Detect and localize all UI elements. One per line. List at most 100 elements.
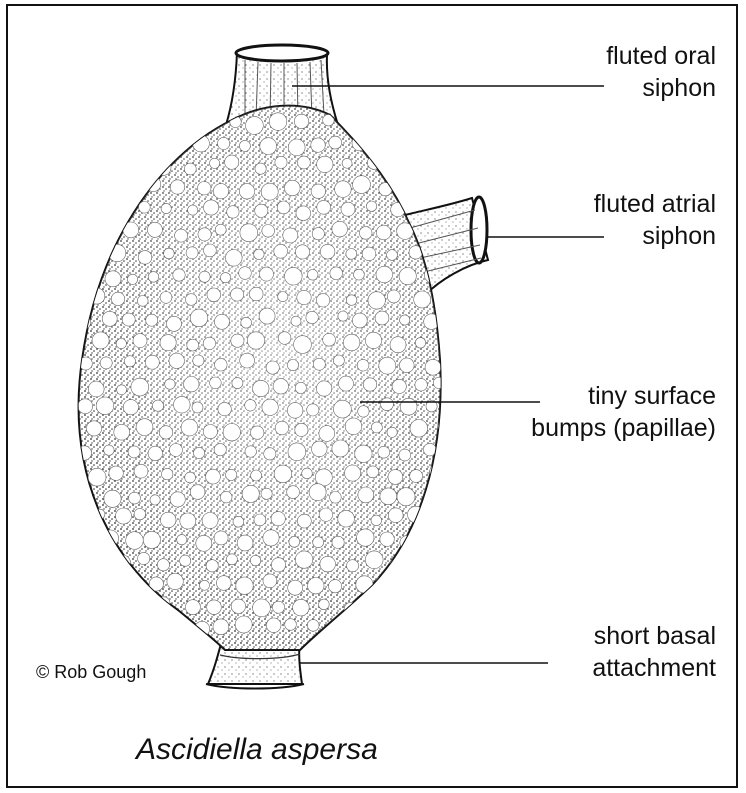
papilla-bump <box>102 311 117 326</box>
papilla-bump <box>104 490 121 507</box>
papilla-bump <box>439 116 451 128</box>
papilla-bump <box>167 316 182 331</box>
papilla-bump <box>157 559 169 571</box>
papilla-bump <box>285 180 301 196</box>
papilla-bump <box>413 555 429 571</box>
papilla-bump <box>186 247 198 259</box>
papilla-bump <box>220 491 232 503</box>
papilla-bump <box>116 508 132 524</box>
papilla-bump <box>255 204 268 217</box>
papilla-bump <box>117 385 127 395</box>
papilla-bump <box>400 315 410 325</box>
species-name: Ascidiella aspersa <box>136 733 378 767</box>
papilla-bump <box>298 514 312 528</box>
papilla-bump <box>263 574 277 588</box>
papilla-bump <box>283 228 298 243</box>
papilla-bump <box>328 623 346 641</box>
papilla-bump <box>188 205 198 215</box>
papilla-bump <box>253 380 269 396</box>
papilla-bump <box>93 248 104 259</box>
papilla-bump <box>410 420 428 438</box>
papilla-bump <box>128 446 140 458</box>
papilla-bump <box>405 582 416 593</box>
papilla-bump <box>275 156 287 168</box>
papilla-bump <box>332 221 348 237</box>
papilla-bump <box>213 619 229 635</box>
papilla-bump <box>104 445 114 455</box>
papilla-bump <box>91 117 102 128</box>
papilla-bump <box>311 184 325 198</box>
papilla-bump <box>397 136 412 151</box>
papilla-bump <box>339 376 354 391</box>
papilla-bump <box>338 311 348 321</box>
papilla-bump <box>112 155 128 171</box>
papilla-bump <box>223 424 240 441</box>
papilla-bump <box>177 535 187 545</box>
papilla-bump <box>380 617 394 631</box>
papilla-bump <box>342 158 352 168</box>
papilla-bump <box>309 484 326 501</box>
papilla-bump <box>294 336 312 354</box>
papilla-bump <box>214 531 228 545</box>
papilla-bump <box>124 356 135 367</box>
papilla-bump <box>254 249 264 259</box>
papilla-bump <box>139 202 151 214</box>
papilla-bump <box>352 135 367 150</box>
papilla-bump <box>389 559 402 572</box>
papilla-bump <box>108 601 124 617</box>
papilla-bump <box>260 138 277 155</box>
papilla-bump <box>378 446 390 458</box>
papilla-bump <box>335 181 352 198</box>
papilla-bump <box>312 228 324 240</box>
papilla-bump <box>202 513 218 529</box>
papilla-bump <box>123 179 134 190</box>
papilla-bump <box>330 267 343 280</box>
papilla-bump <box>414 291 431 308</box>
papilla-bump <box>435 156 452 173</box>
papilla-bump <box>308 578 324 594</box>
papilla-bump <box>295 382 306 393</box>
papilla-bump <box>169 353 184 368</box>
papilla-bump <box>237 535 253 551</box>
papilla-bump <box>397 488 415 506</box>
papilla-bump <box>426 575 441 590</box>
papilla-bump <box>357 529 374 546</box>
papilla-bump <box>100 357 112 369</box>
papilla-bump <box>415 379 427 391</box>
copyright-credit: © Rob Gough <box>36 662 146 683</box>
papilla-bump <box>356 576 373 593</box>
papilla-bump <box>288 139 305 156</box>
papilla-bump <box>246 117 264 135</box>
papilla-bump <box>379 357 396 374</box>
label-line: siphon <box>606 72 716 104</box>
papilla-bump <box>88 381 104 397</box>
papilla-bump <box>174 396 191 413</box>
papilla-bump <box>433 377 444 388</box>
papilla-bump <box>399 449 411 461</box>
papilla-bump <box>271 512 285 526</box>
papilla-bump <box>183 112 197 126</box>
papilla-bump <box>218 402 231 415</box>
papilla-bump <box>220 273 230 283</box>
papilla-bump <box>287 403 303 419</box>
papilla-bump <box>307 404 319 416</box>
label-line: fluted atrial <box>594 188 716 220</box>
papilla-bump <box>180 555 191 566</box>
papilla-bump <box>433 289 449 305</box>
papilla-bump <box>352 313 367 328</box>
papilla-bump <box>146 314 158 326</box>
papilla-bump <box>184 377 199 392</box>
papilla-bump <box>376 266 393 283</box>
papilla-bump <box>307 620 319 632</box>
papilla-bump <box>236 577 253 594</box>
papilla-bump <box>273 379 288 394</box>
papilla-bump <box>164 248 175 259</box>
papilla-bump <box>387 427 397 437</box>
papilla-bump <box>367 466 379 478</box>
papilla-bump <box>319 508 332 521</box>
papilla-bump <box>381 398 394 411</box>
papilla-bump <box>215 358 228 371</box>
papilla-bump <box>422 132 440 150</box>
papilla-bump <box>425 359 441 375</box>
papilla-bump <box>185 472 196 483</box>
